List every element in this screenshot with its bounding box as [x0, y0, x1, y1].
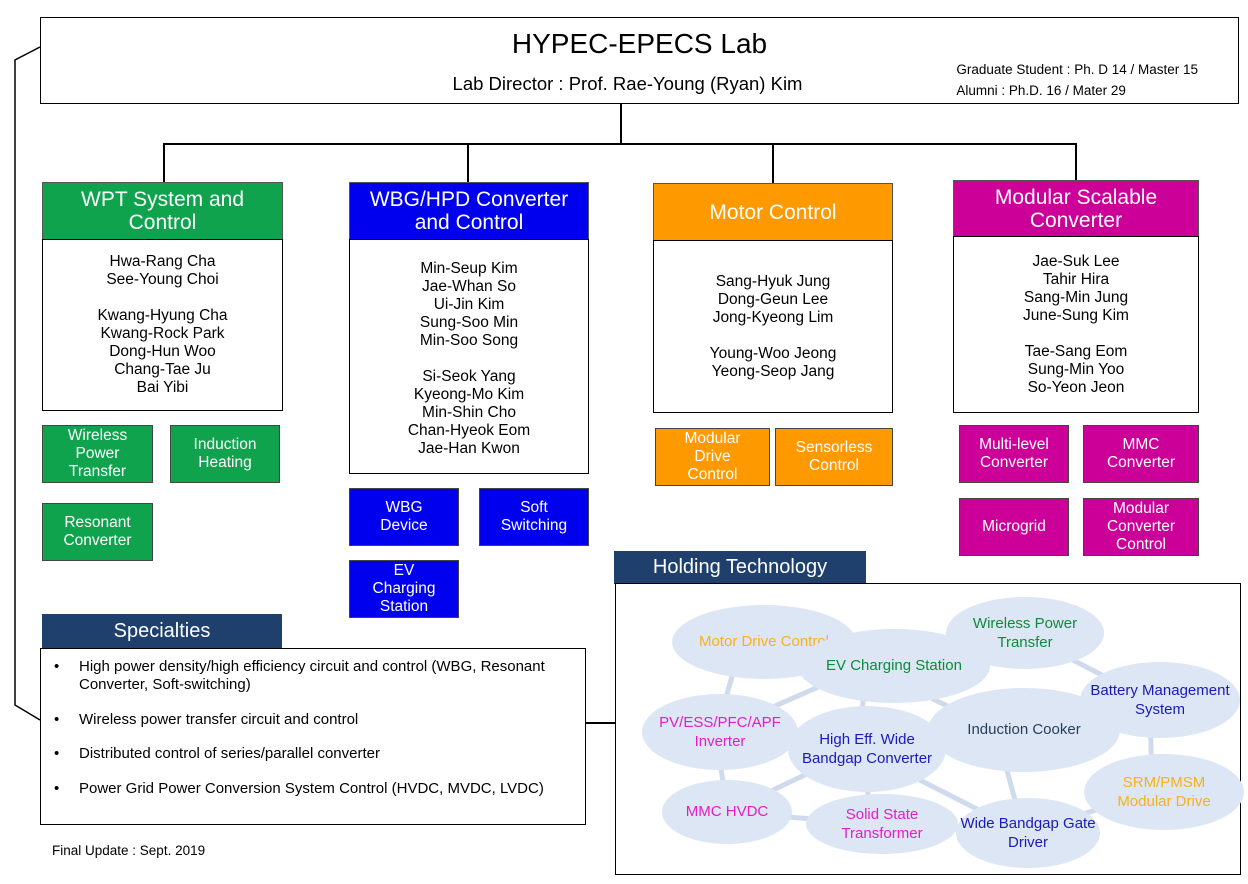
tech-high-eff-wide-bandgap-converter: High Eff. Wide Bandgap Converter: [788, 706, 946, 792]
tech-srm-pmsm-modular-drive: SRM/PMSM Modular Drive: [1084, 754, 1244, 830]
member: Jong-Kyeong Lim: [712, 309, 834, 326]
connector-line: [620, 104, 622, 144]
topic-mmc-converter: MMC Converter: [1083, 425, 1199, 483]
tech-wide-bandgap-gate-driver: Wide Bandgap Gate Driver: [956, 798, 1100, 868]
member: Min-Shin Cho: [422, 404, 516, 421]
member: Sang-Min Jung: [1023, 289, 1129, 306]
member: June-Sung Kim: [1023, 307, 1129, 324]
bullet-icon: •: [54, 658, 60, 675]
tech-pv-ess-pfc-apf-inverter: PV/ESS/PFC/APF Inverter: [642, 694, 798, 770]
graduate-student-count: Graduate Student : Ph. D 14 / Master 15: [956, 62, 1198, 77]
bullet-icon: •: [54, 780, 60, 797]
left-bracket-line: [14, 46, 41, 721]
tech-induction-cooker: Induction Cooker: [928, 688, 1120, 772]
topic-wireless-power-transfer: Wireless Power Transfer: [42, 425, 153, 483]
specialty-item: High power density/high efficiency circu…: [79, 658, 545, 693]
member: Kwang-Rock Park: [100, 325, 225, 342]
group-members-wbg-hpd: Min-Seup Kim Jae-Whan So Ui-Jin Kim Sung…: [349, 239, 589, 474]
topic-sensorless-control: Sensorless Control: [775, 428, 893, 486]
connector-line: [467, 143, 469, 183]
member: Kyeong-Mo Kim: [413, 386, 525, 403]
specialties-list: • High power density/high efficiency cir…: [40, 648, 586, 825]
bullet-icon: •: [54, 711, 60, 728]
topic-wbg-device: WBG Device: [349, 488, 459, 546]
connector-line: [163, 143, 1076, 145]
topic-soft-switching: Soft Switching: [479, 488, 589, 546]
member: Bai Yibi: [136, 379, 189, 396]
member: Min-Soo Song: [419, 332, 519, 349]
specialty-item: Distributed control of series/parallel c…: [79, 745, 380, 762]
group-header-modular-scalable-converter: Modular Scalable Converter: [953, 180, 1199, 237]
topic-multi-level-converter: Multi-level Converter: [959, 425, 1069, 483]
topic-induction-heating: Induction Heating: [170, 425, 280, 483]
member: Min-Seup Kim: [420, 260, 518, 277]
topic-ev-charging-station: EV Charging Station: [349, 560, 459, 618]
member: Jae-Han Kwon: [418, 440, 520, 457]
group-members-modular-scalable-converter: Jae-Suk Lee Tahir Hira Sang-Min Jung Jun…: [953, 236, 1199, 413]
tech-wireless-power-transfer: Wireless Power Transfer: [946, 597, 1104, 669]
lab-stats: Graduate Student : Ph. D 14 / Master 15 …: [956, 59, 1198, 101]
member: Chan-Hyeok Eom: [407, 422, 531, 439]
topic-modular-converter-control: Modular Converter Control: [1083, 498, 1199, 556]
member: Tae-Sang Eom: [1024, 343, 1128, 360]
topic-modular-drive-control: Modular Drive Control: [655, 428, 770, 486]
group-header-motor-control: Motor Control: [653, 183, 893, 241]
member: Ui-Jin Kim: [433, 296, 505, 313]
tech-solid-state-transformer: Solid State Transformer: [806, 794, 958, 854]
topic-microgrid: Microgrid: [959, 498, 1069, 556]
member: See-Young Choi: [106, 271, 219, 288]
member: Hwa-Rang Cha: [109, 253, 216, 270]
final-update: Final Update : Sept. 2019: [52, 843, 206, 858]
alumni-count: Alumni : Ph.D. 16 / Mater 29: [956, 83, 1126, 98]
group-members-wpt: Hwa-Rang Cha See-Young Choi Kwang-Hyung …: [42, 239, 283, 411]
specialty-item: Power Grid Power Conversion System Contr…: [79, 780, 544, 797]
group-members-motor-control: Sang-Hyuk Jung Dong-Geun Lee Jong-Kyeong…: [653, 240, 893, 413]
member: Jae-Whan So: [422, 278, 516, 295]
connector-line: [163, 143, 165, 183]
topic-resonant-converter: Resonant Converter: [42, 503, 153, 561]
holding-technology-tab: Holding Technology: [614, 551, 866, 584]
connector-line: [586, 722, 616, 724]
connector-line: [772, 143, 774, 183]
member: Tahir Hira: [1042, 271, 1110, 288]
member: Yeong-Seop Jang: [711, 363, 835, 380]
bullet-icon: •: [54, 745, 60, 762]
group-header-wpt: WPT System and Control: [42, 182, 283, 240]
member: Dong-Hun Woo: [109, 343, 216, 360]
member: Chang-Tae Ju: [114, 361, 211, 378]
member: So-Yeon Jeon: [1027, 379, 1125, 396]
member: Jae-Suk Lee: [1032, 253, 1120, 270]
holding-technology-panel: Motor Drive Control EV Charging Station …: [615, 583, 1244, 875]
member: Sung-Min Yoo: [1027, 361, 1125, 378]
connector-line: [1075, 143, 1077, 181]
group-header-wbg-hpd: WBG/HPD Converter and Control: [349, 182, 589, 240]
specialties-tab: Specialties: [42, 614, 282, 648]
lab-title-box: HYPEC-EPECS Lab Lab Director : Prof. Rae…: [40, 17, 1239, 104]
member: Kwang-Hyung Cha: [97, 307, 228, 324]
member: Sung-Soo Min: [419, 314, 519, 331]
lab-title: HYPEC-EPECS Lab: [511, 28, 768, 59]
member: Si-Seok Yang: [422, 368, 516, 385]
member: Dong-Geun Lee: [717, 291, 829, 308]
tech-mmc-hvdc: MMC HVDC: [662, 780, 792, 844]
member: Sang-Hyuk Jung: [715, 273, 831, 290]
lab-director: Lab Director : Prof. Rae-Young (Ryan) Ki…: [452, 73, 803, 94]
member: Young-Woo Jeong: [709, 345, 837, 362]
specialty-item: Wireless power transfer circuit and cont…: [79, 711, 359, 728]
